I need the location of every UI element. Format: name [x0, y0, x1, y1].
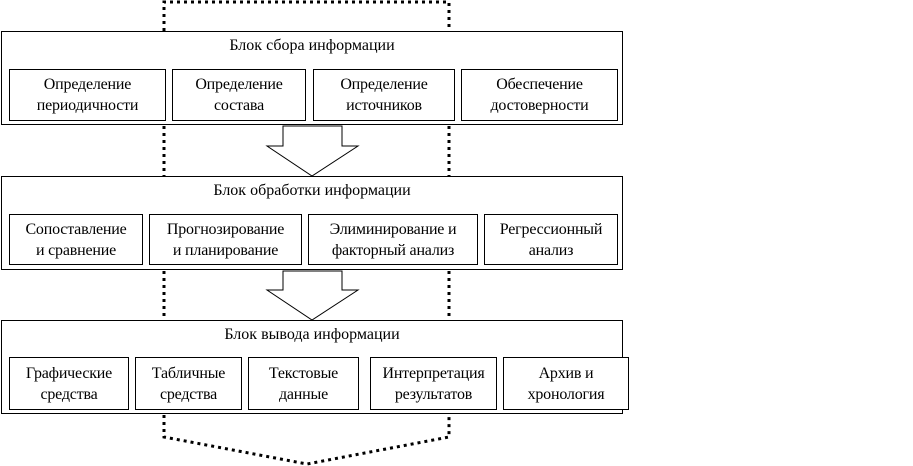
feedback-loop-bottom: [162, 415, 451, 466]
block-information-collection: Блок сбора информации Определение период…: [1, 31, 623, 125]
item-graphics: Графические средства: [9, 357, 129, 410]
feedback-loop-top: [162, 0, 451, 31]
item-forecasting: Прогнозирование и планирование: [149, 214, 302, 265]
item-tables: Табличные средства: [135, 357, 242, 410]
item-comparison: Сопоставление и сравнение: [9, 214, 143, 265]
item-composition: Определение состава: [172, 69, 306, 121]
item-archive: Архив и хронология: [503, 357, 629, 410]
item-sources: Определение источников: [313, 69, 455, 121]
item-interpretation: Интерпретация результатов: [370, 357, 497, 410]
block-title: Блок вывода информации: [224, 326, 400, 343]
block-information-output: Блок вывода информации Графические средс…: [1, 320, 629, 414]
item-regression: Регрессионный анализ: [484, 214, 618, 265]
item-elimination: Элиминирование и факторный анализ: [308, 214, 478, 265]
item-periodicity: Определение периодичности: [9, 69, 166, 121]
block-title: Блок обработки информации: [213, 182, 411, 199]
block-title: Блок сбора информации: [229, 37, 395, 54]
item-reliability: Обеспечение достоверности: [461, 69, 618, 121]
block-information-processing: Блок обработки информации Сопоставление …: [1, 176, 623, 270]
item-text-data: Текстовые данные: [248, 357, 359, 410]
